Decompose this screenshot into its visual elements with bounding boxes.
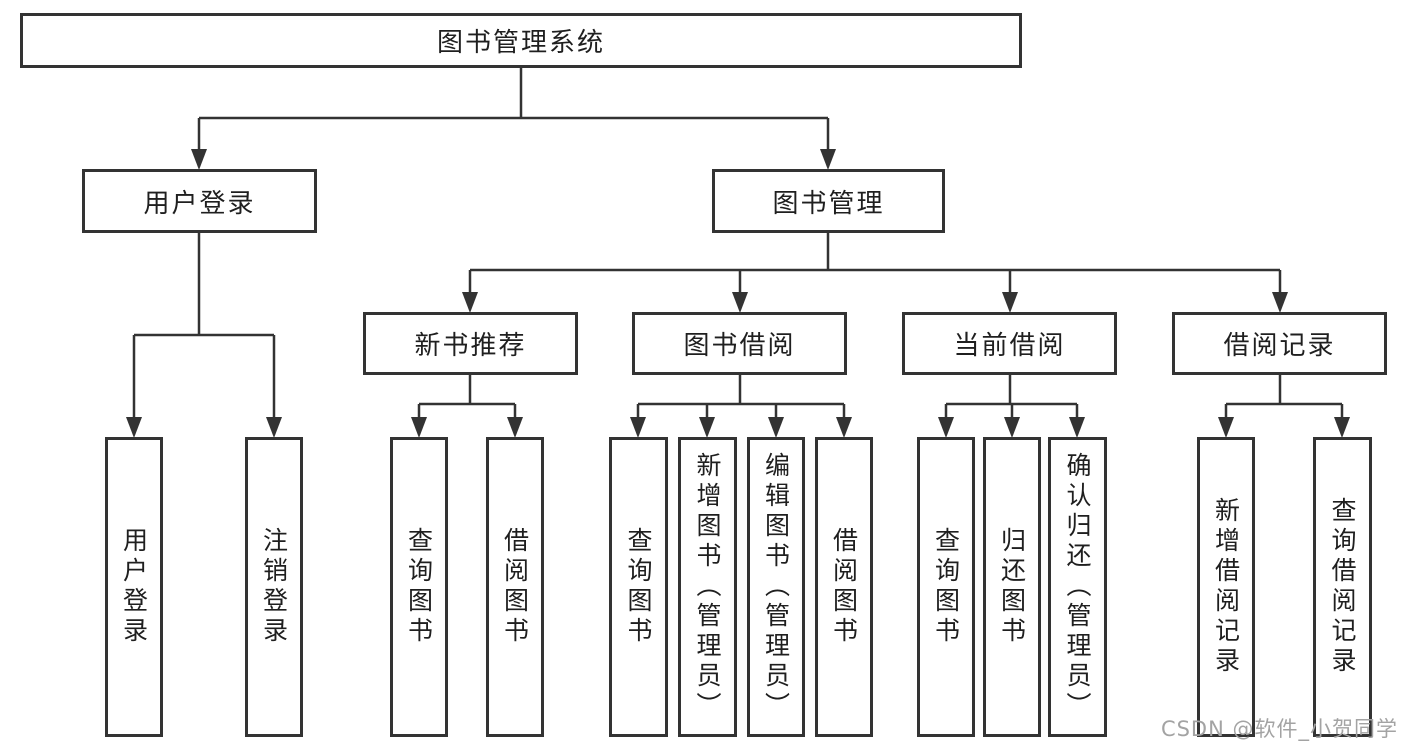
node-book-management: 图书管理 bbox=[712, 169, 945, 233]
leaf-borrow-query: 查询图书 bbox=[609, 437, 668, 737]
node-book-borrow: 图书借阅 bbox=[632, 312, 847, 375]
node-current-borrow: 当前借阅 bbox=[902, 312, 1117, 375]
leaf-logout: 注销登录 bbox=[245, 437, 303, 737]
leaf-borrow-edit-admin: 编辑图书（管理员） bbox=[747, 437, 805, 737]
leaf-current-confirm-admin: 确认归还（管理员） bbox=[1048, 437, 1107, 737]
leaf-record-query: 查询借阅记录 bbox=[1313, 437, 1372, 737]
leaf-current-return: 归还图书 bbox=[983, 437, 1041, 737]
leaf-newbook-query: 查询图书 bbox=[390, 437, 448, 737]
node-root: 图书管理系统 bbox=[20, 13, 1022, 68]
leaf-current-query: 查询图书 bbox=[917, 437, 975, 737]
leaf-borrow-add-admin: 新增图书（管理员） bbox=[678, 437, 737, 737]
node-borrow-records: 借阅记录 bbox=[1172, 312, 1387, 375]
node-new-book-recommend: 新书推荐 bbox=[363, 312, 578, 375]
leaf-user-login: 用户登录 bbox=[105, 437, 163, 737]
leaf-record-add: 新增借阅记录 bbox=[1197, 437, 1255, 737]
leaf-newbook-borrow: 借阅图书 bbox=[486, 437, 544, 737]
csdn-watermark: CSDN @软件_小贺同学 bbox=[1160, 717, 1398, 741]
node-user-login: 用户登录 bbox=[82, 169, 317, 233]
leaf-borrow-borrow: 借阅图书 bbox=[815, 437, 873, 737]
